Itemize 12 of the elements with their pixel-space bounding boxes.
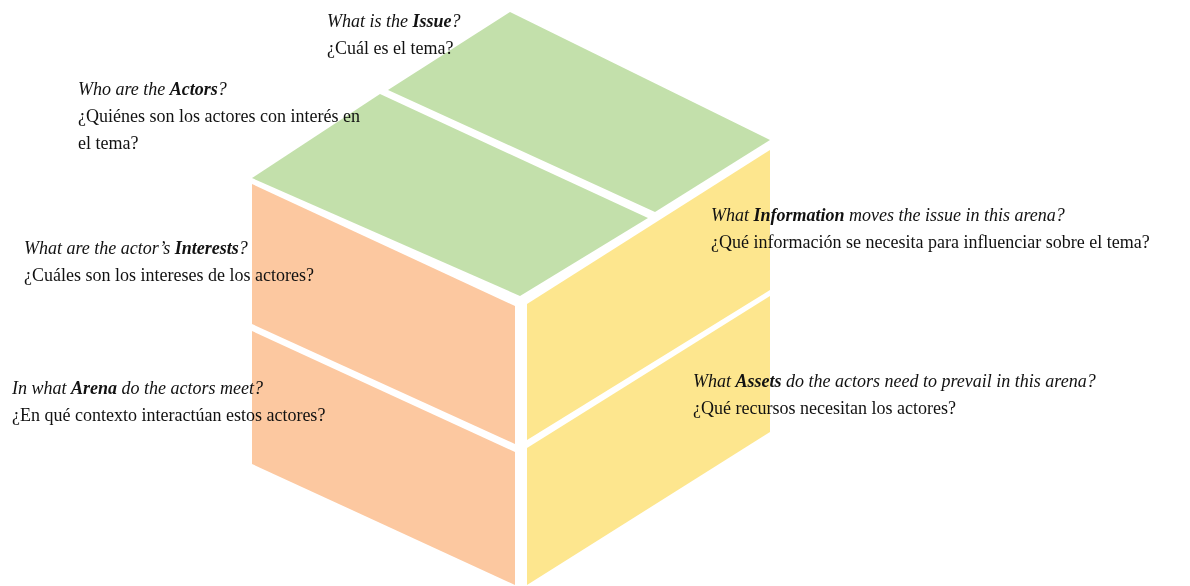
english-question: What Assets do the actors need to prevail in this arena?	[693, 370, 1097, 393]
english-question: What Information moves the issue in this arena?	[711, 204, 1066, 227]
spanish-question: ¿Quiénes son los actores con interés en el tema?	[78, 105, 361, 155]
spanish-question: ¿Qué recursos necesitan los actores?	[693, 397, 957, 420]
english-question: In what Arena do the actors meet?	[12, 377, 264, 400]
spanish-question: ¿Qué información se necesita para influenciar sobre el tema?	[711, 231, 1151, 254]
english-question: What is the Issue?	[327, 10, 462, 33]
spanish-question: ¿Cuál es el tema?	[327, 37, 455, 60]
english-question: What are the actor’s Interests?	[24, 237, 249, 260]
spanish-question: ¿En qué contexto interactúan estos actores?	[12, 404, 327, 427]
english-question: Who are the Actors?	[78, 78, 228, 101]
spanish-question: ¿Cuáles son los intereses de los actores?	[24, 264, 315, 287]
